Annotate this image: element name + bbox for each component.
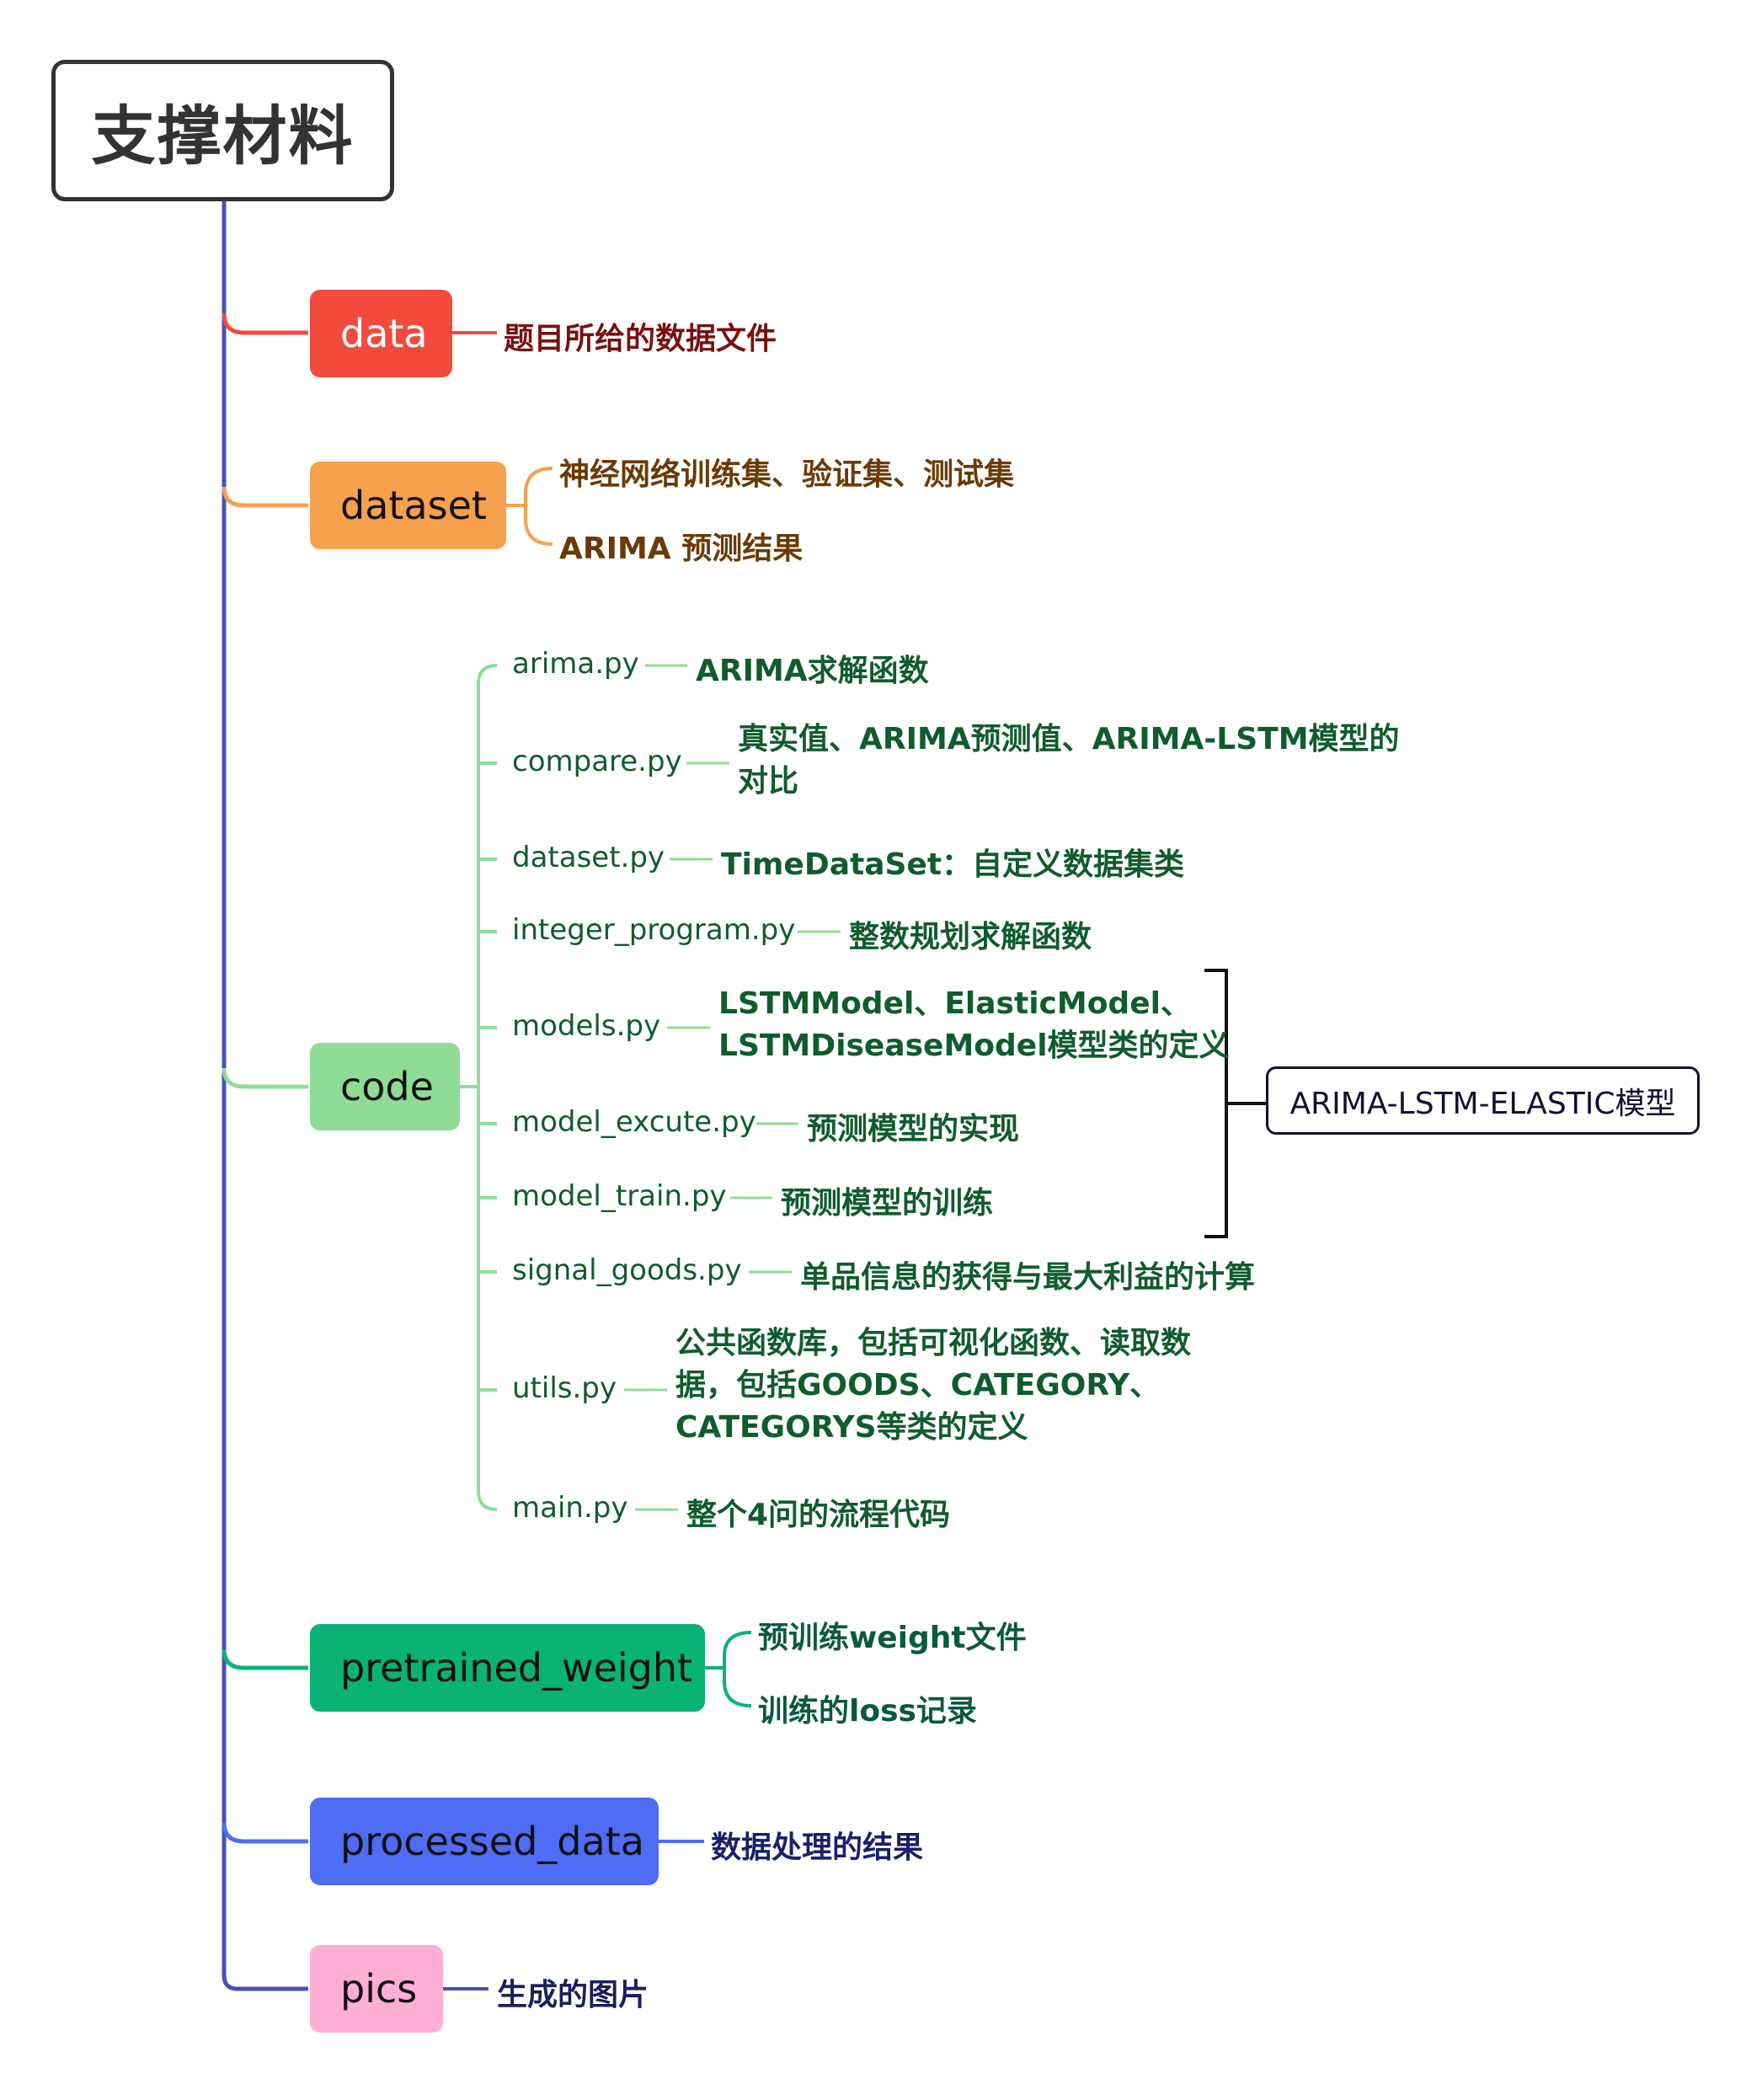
code-file: compare.py (512, 745, 682, 778)
code-file: model_train.py (512, 1179, 727, 1213)
model-group-box[interactable]: ARIMA-LSTM-ELASTIC模型 (1266, 1066, 1700, 1135)
code-file-desc: 整数规划求解函数 (849, 920, 1092, 954)
root-node: 支撑材料 (51, 60, 394, 201)
branch-node-pretrained-weight[interactable]: pretrained_weight (310, 1624, 705, 1712)
code-file: signal_goods.py (512, 1253, 742, 1287)
code-connector (222, 1067, 308, 1089)
code-file: model_excute.py (512, 1105, 756, 1139)
trunk-line (222, 201, 308, 1991)
code-file-desc: 据，包括GOODS、CATEGORY、 (675, 1368, 1161, 1403)
processed-connector (222, 1822, 308, 1844)
dataset-item: ARIMA 预测结果 (559, 532, 804, 566)
pretrained-item: 预训练weight文件 (758, 1621, 1027, 1655)
dataset-item: 神经网络训练集、验证集、测试集 (559, 457, 1015, 492)
pics-desc: 生成的图片 (497, 1978, 649, 2012)
code-file-desc: 整个4问的流程代码 (686, 1498, 951, 1532)
code-file-desc: 预测模型的实现 (807, 1112, 1020, 1146)
code-file-desc: CATEGORYS等类的定义 (675, 1410, 1028, 1445)
code-file-desc: 预测模型的训练 (781, 1186, 994, 1221)
pretrained-item: 训练的loss记录 (758, 1694, 977, 1729)
code-file: main.py (512, 1491, 628, 1525)
code-file-desc: 单品信息的获得与最大利益的计算 (800, 1260, 1256, 1295)
code-file-desc: LSTMDiseaseModel模型类的定义 (718, 1029, 1230, 1063)
branch-node-dataset[interactable]: dataset (310, 462, 506, 549)
data-connector (222, 313, 308, 335)
code-file: dataset.py (512, 841, 665, 874)
code-tree-spine (477, 664, 498, 1511)
dataset-connector (222, 486, 308, 508)
data-desc: 题目所给的数据文件 (504, 322, 777, 356)
group-bracket (1204, 969, 1228, 1238)
pretrained-connector (222, 1648, 308, 1670)
code-file: arima.py (512, 647, 639, 681)
code-file-desc: 对比 (738, 764, 799, 799)
code-file-desc: TimeDataSet：自定义数据集类 (721, 847, 1185, 882)
pretrained-bracket (723, 1631, 752, 1707)
code-file-desc: 公共函数库，包括可视化函数、读取数 (675, 1326, 1192, 1360)
dataset-bracket (524, 467, 553, 546)
code-file: integer_program.py (512, 913, 796, 947)
branch-node-code[interactable]: code (310, 1043, 460, 1130)
code-file: utils.py (512, 1371, 617, 1405)
code-file: models.py (512, 1009, 661, 1043)
code-file-desc: ARIMA求解函数 (696, 654, 929, 688)
branch-node-processed-data[interactable]: processed_data (310, 1798, 659, 1885)
branch-node-data[interactable]: data (310, 290, 452, 377)
branch-node-pics[interactable]: pics (310, 1945, 443, 2033)
code-file-desc: LSTMModel、ElasticModel、 (718, 986, 1191, 1021)
code-file-desc: 真实值、ARIMA预测值、ARIMA-LSTM模型的 (738, 722, 1400, 756)
processed-desc: 数据处理的结果 (711, 1830, 924, 1865)
